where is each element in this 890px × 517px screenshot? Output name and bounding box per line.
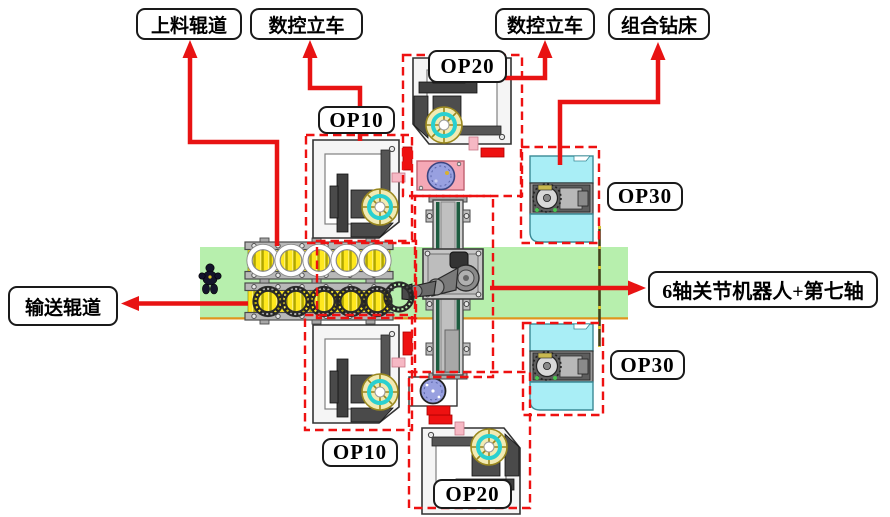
callout-combo-drill: 组合钻床 bbox=[608, 8, 710, 40]
operator-person bbox=[198, 263, 222, 295]
station-label-op10-bottom: OP10 bbox=[322, 438, 398, 467]
drill-op30-top bbox=[529, 155, 594, 243]
callout-transfer-roller: 输送辊道 bbox=[8, 286, 118, 326]
station-label-op30-bottom: OP30 bbox=[610, 350, 685, 380]
rotary-table-bottom bbox=[408, 376, 458, 416]
lathe-op10-top bbox=[311, 138, 414, 240]
rotary-table-top bbox=[416, 160, 465, 191]
station-label-op20-bottom: OP20 bbox=[433, 479, 512, 509]
callout-robot-seventh-axis: 6轴关节机器人+第七轴 bbox=[648, 271, 878, 308]
roller-conveyor-top bbox=[244, 237, 394, 284]
station-label-op20-top: OP20 bbox=[428, 50, 507, 83]
lathe-op10-bottom bbox=[311, 323, 414, 425]
callout-cnc-lathe-right: 数控立车 bbox=[495, 8, 595, 40]
station-label-op10-top: OP10 bbox=[318, 106, 395, 134]
six-axis-robot bbox=[382, 248, 484, 314]
callout-cnc-lathe-left: 数控立车 bbox=[250, 8, 363, 40]
callout-arrows bbox=[121, 40, 666, 311]
callout-loading-roller: 上料辊道 bbox=[136, 8, 242, 40]
drill-op30-bottom bbox=[529, 323, 594, 411]
station-label-op30-top: OP30 bbox=[607, 182, 683, 211]
